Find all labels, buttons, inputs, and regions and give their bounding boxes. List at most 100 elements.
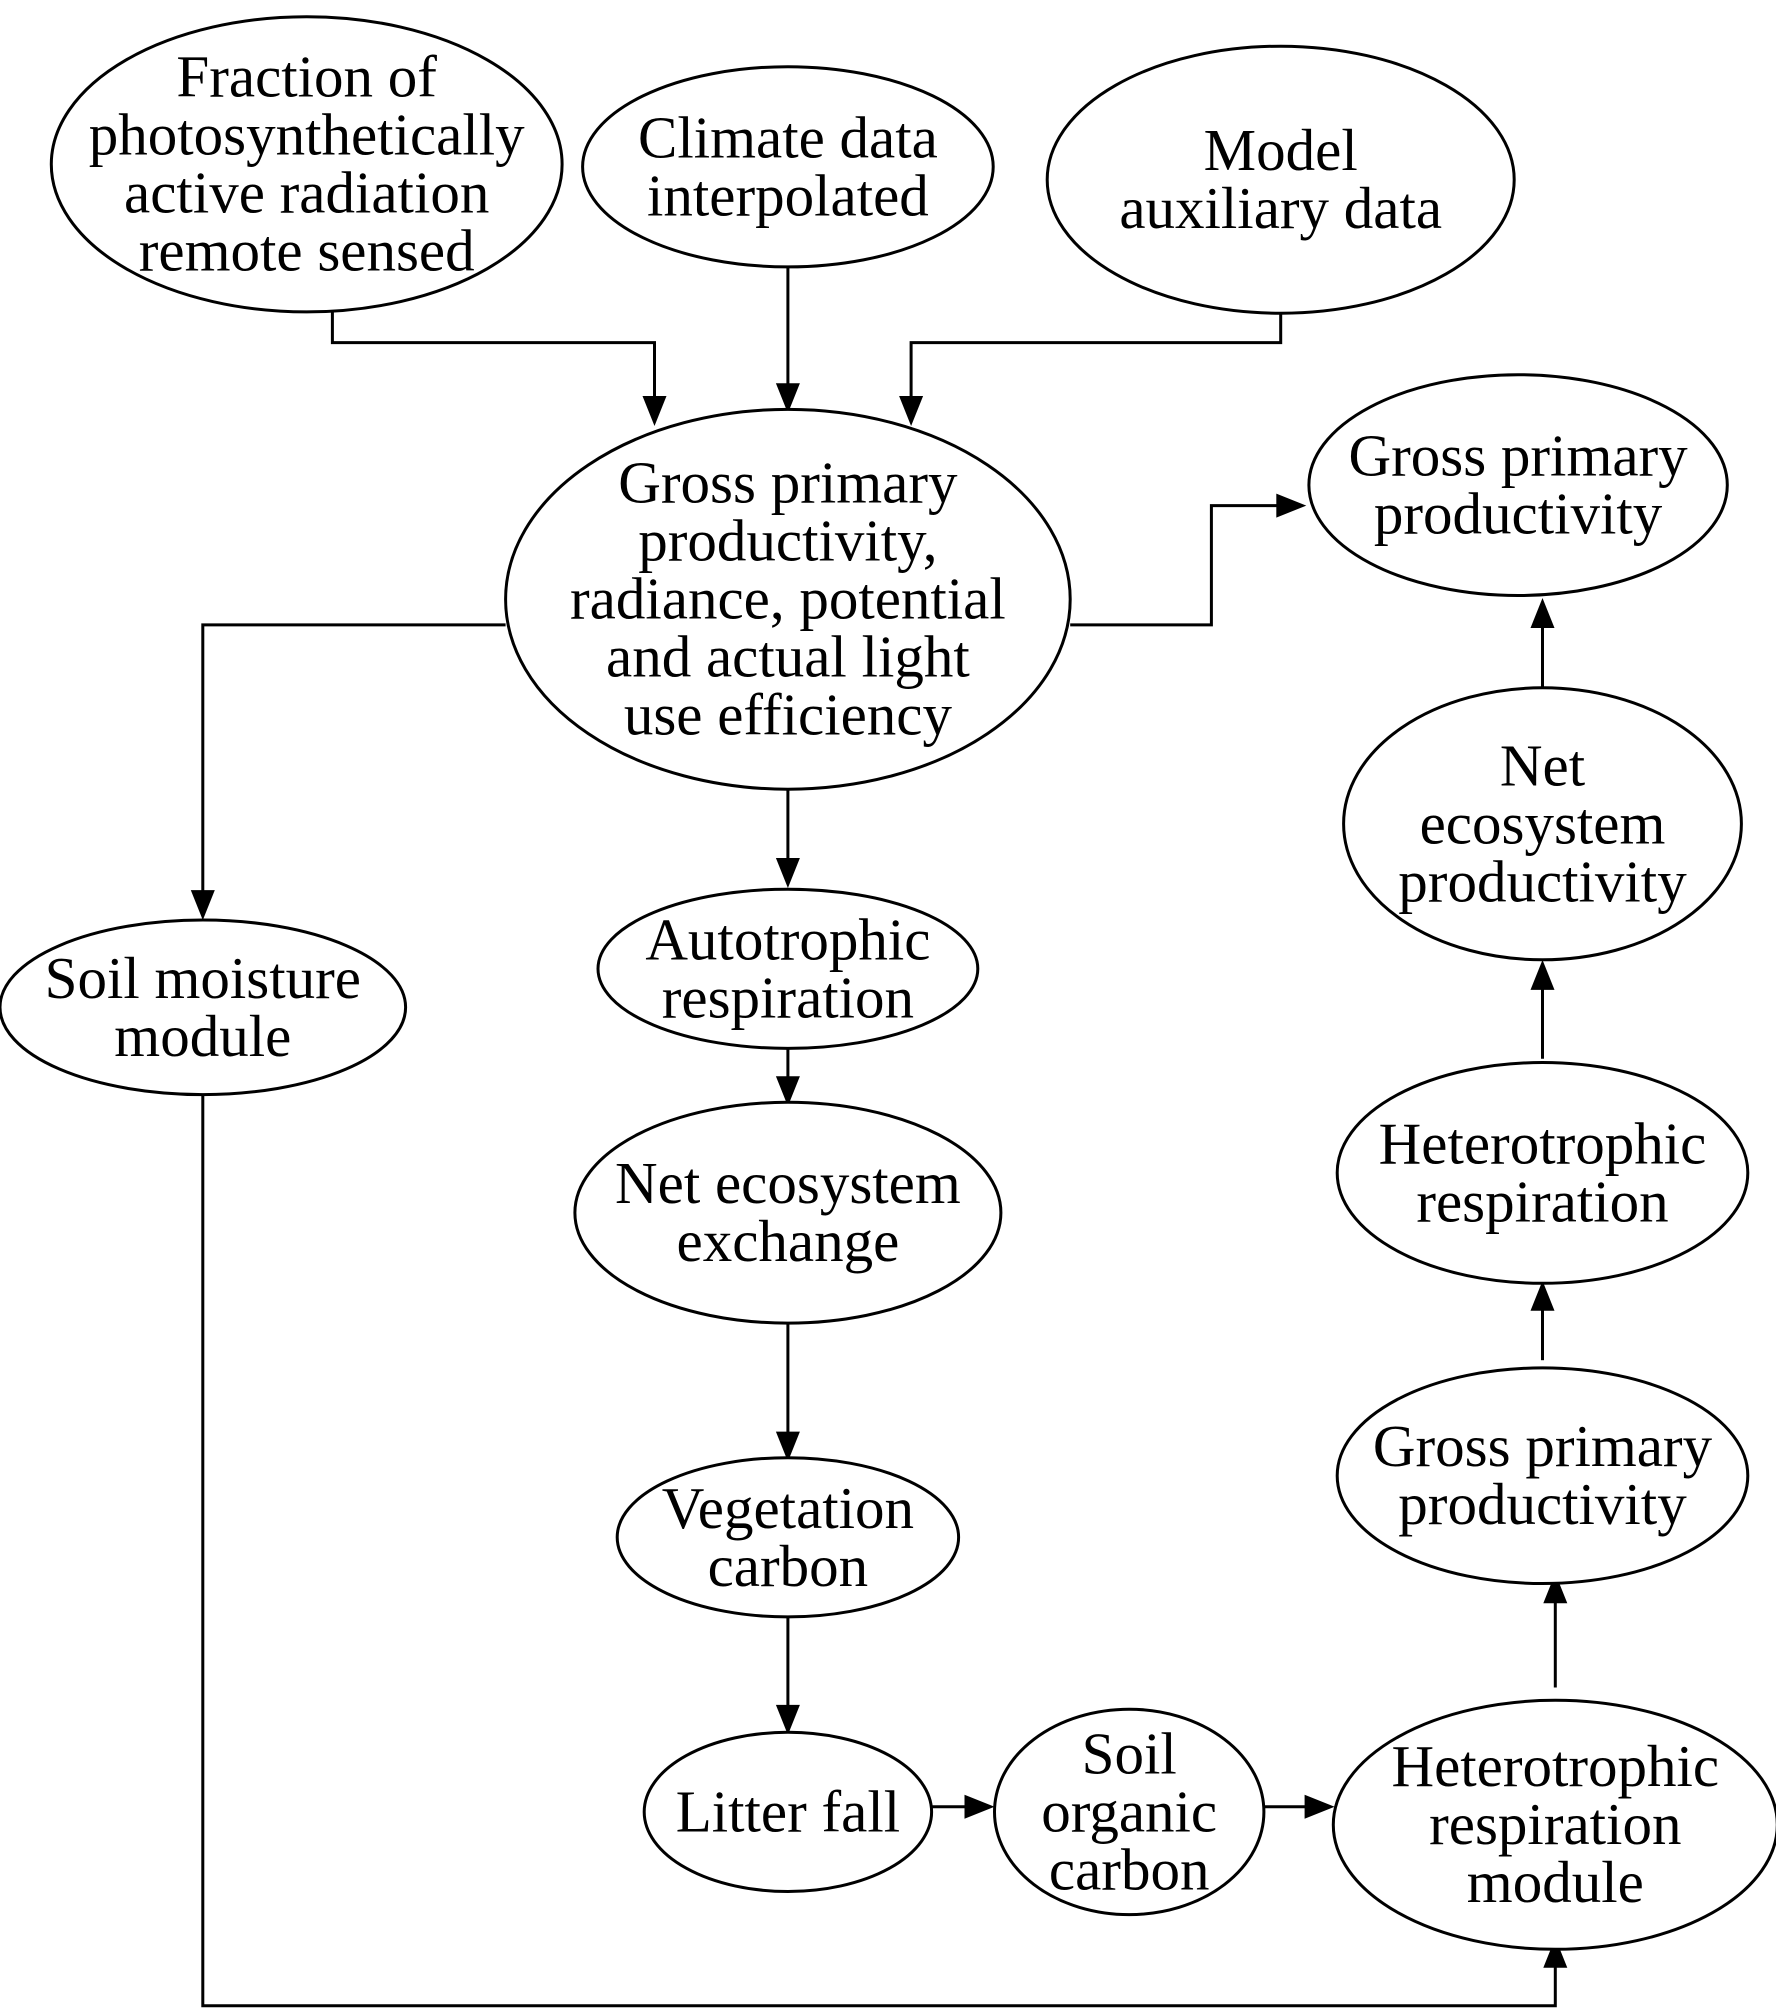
node-label-line: use efficiency — [624, 682, 953, 748]
node-ellipse — [1335, 1061, 1750, 1285]
node-ellipse — [1331, 1698, 1776, 1951]
node-label-line: Model — [1204, 117, 1358, 183]
node-label-line: organic — [1041, 1778, 1217, 1844]
node-label-line: Autotrophic — [645, 906, 930, 972]
edge-litter-to-soc — [931, 1794, 995, 1819]
node-label-line: ecosystem — [1420, 790, 1666, 856]
node-label-line: radiance, potential — [570, 566, 1006, 632]
arrowhead-icon — [775, 383, 800, 414]
arrowhead-icon — [1543, 1937, 1568, 1968]
node-label-line: Litter fall — [676, 1778, 900, 1844]
node-ellipse — [504, 407, 1072, 791]
node-litter: Litter fall — [642, 1730, 934, 1894]
edge-soil_moist-to-hetero_mod — [201, 1094, 1568, 2008]
node-label-line: Heterotrophic — [1391, 1733, 1719, 1799]
node-label-line: module — [114, 1003, 291, 1069]
edge-aux-to-gpp_main — [899, 311, 1283, 426]
arrowhead-icon — [1543, 1573, 1568, 1604]
node-label-line: carbon — [708, 1533, 869, 1599]
edge-hetero_mod-to-gpp_mid — [1543, 1573, 1568, 1688]
node-label-line: Soil — [1082, 1720, 1177, 1786]
edge-nee-to-veg_carbon — [775, 1319, 800, 1462]
edge-soc-to-hetero_mod — [1264, 1794, 1335, 1819]
arrowhead-icon — [775, 858, 800, 888]
node-label-line: Fraction of — [176, 44, 437, 110]
node-label-line: Gross primary — [618, 450, 958, 516]
edge-line — [909, 311, 1283, 402]
node-ellipse — [615, 1456, 961, 1619]
arrowhead-icon — [1304, 1794, 1335, 1819]
arrowhead-icon — [1530, 598, 1555, 628]
node-label-line: photosynthetically — [89, 102, 525, 168]
arrowhead-icon — [775, 1704, 800, 1735]
node-label-line: Net — [1500, 732, 1586, 798]
node-label-line: exchange — [677, 1208, 900, 1274]
edge-line — [201, 623, 506, 897]
arrowhead-icon — [964, 1794, 995, 1819]
edge-gpp_main-to-autotrophic — [775, 789, 800, 888]
node-label-line: respiration — [1429, 1791, 1681, 1857]
arrowhead-icon — [899, 396, 924, 426]
node-ellipse — [596, 887, 980, 1050]
node-ellipse — [49, 15, 564, 314]
node-label-line: productivity — [1374, 481, 1663, 547]
node-label-line: respiration — [662, 964, 914, 1030]
node-label-line: productivity, — [638, 508, 937, 574]
node-ellipse — [992, 1707, 1266, 1917]
edge-line — [330, 311, 656, 402]
node-label-line: module — [1467, 1849, 1644, 1915]
arrowhead-icon — [1276, 493, 1307, 518]
arrowhead-icon — [775, 1076, 800, 1107]
node-label-line: auxiliary data — [1119, 175, 1442, 241]
edge-fpar-to-gpp_main — [330, 311, 667, 426]
node-ellipse — [573, 1100, 1003, 1325]
edge-line — [1070, 504, 1283, 627]
node-label-line: productivity — [1398, 1471, 1687, 1537]
node-label-line: Vegetation — [662, 1475, 914, 1541]
edge-gpp_main-to-gpp_out_top — [1070, 493, 1307, 627]
node-label-line: respiration — [1416, 1168, 1668, 1234]
arrowhead-icon — [190, 890, 215, 921]
edge-veg_carbon-to-litter — [775, 1614, 800, 1735]
arrowhead-icon — [1530, 959, 1555, 990]
edge-line — [201, 1094, 1557, 2008]
node-label-line: carbon — [1049, 1836, 1210, 1902]
node-label-line: Net ecosystem — [615, 1150, 961, 1216]
edges-layer — [190, 266, 1568, 2008]
node-ellipse — [1045, 44, 1516, 315]
node-ellipse — [0, 918, 408, 1097]
edge-gpp_mid-to-hetero_resp — [1530, 1280, 1555, 1361]
node-label-line: productivity — [1398, 848, 1687, 914]
node-label-line: interpolated — [647, 162, 929, 228]
node-label-line: Climate data — [638, 104, 938, 170]
edge-hetero_resp-to-nep — [1530, 959, 1555, 1059]
node-label-line: Gross primary — [1348, 423, 1688, 489]
node-label-line: remote sensed — [139, 218, 475, 284]
edge-gpp_main-to-soil_moist — [190, 623, 506, 921]
node-label-line: Gross primary — [1373, 1413, 1713, 1479]
node-label-line: Heterotrophic — [1379, 1110, 1707, 1176]
node-ellipse — [1307, 373, 1729, 598]
arrowhead-icon — [1530, 1280, 1555, 1311]
node-ellipse — [642, 1730, 934, 1894]
node-label-line: Soil moisture — [45, 945, 361, 1011]
node-label-line: and actual light — [606, 624, 970, 690]
arrowhead-icon — [775, 1431, 800, 1462]
edge-climate-to-gpp_main — [775, 266, 800, 414]
node-ellipse — [1335, 1366, 1750, 1585]
